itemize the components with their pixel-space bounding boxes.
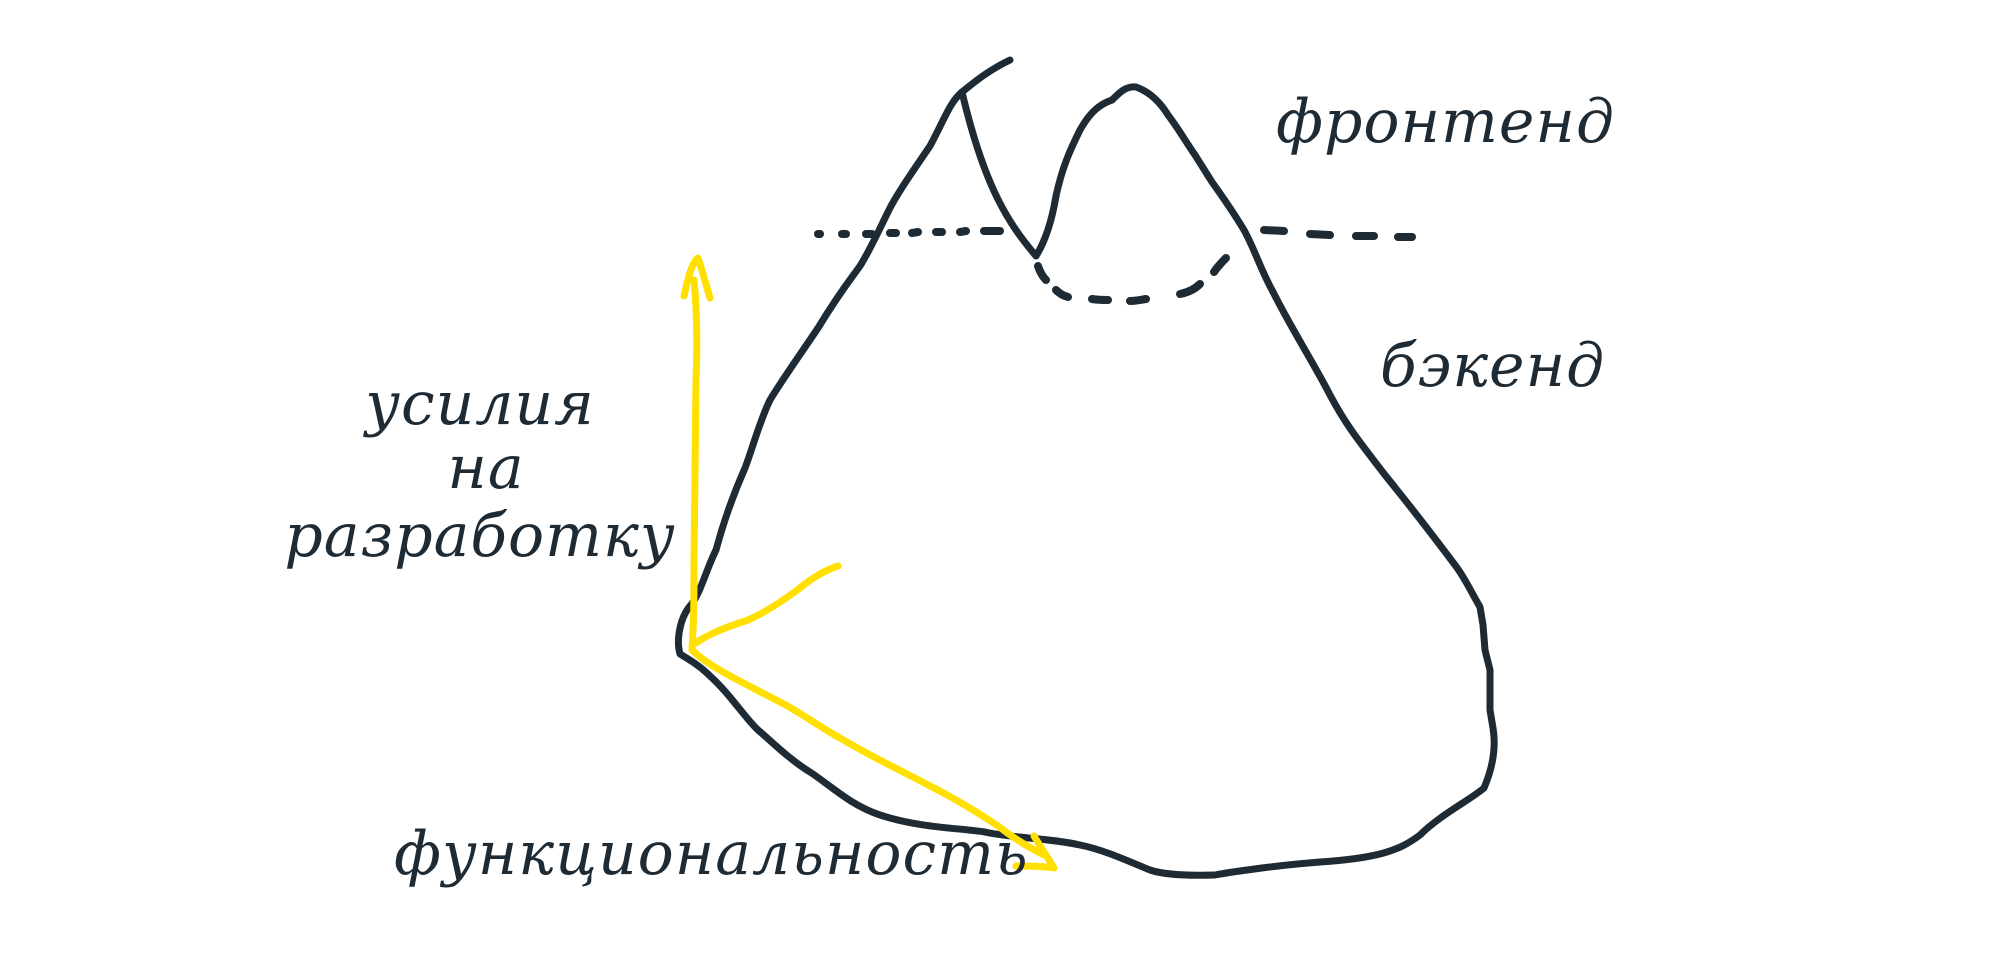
y-axis-line (688, 276, 701, 652)
label-effort-line3: разработку (284, 501, 675, 571)
label-backend: бэкенд (1380, 331, 1605, 401)
waterline-right (1260, 226, 1416, 241)
iceberg-peak (1052, 96, 1116, 200)
iceberg-outline (674, 83, 1498, 879)
y-axis-arrowhead (680, 254, 714, 302)
label-functionality: функциональность (394, 819, 1029, 889)
x-axis-line (688, 646, 1050, 860)
iceberg-outline-peak (958, 56, 1014, 96)
z-axis-line (690, 562, 842, 648)
waterline-left (814, 227, 1004, 238)
label-frontend: фронтенд (1276, 87, 1615, 157)
label-effort-line2: на (447, 433, 524, 503)
waterline-curve (1034, 254, 1230, 305)
iceberg-left-upper (958, 88, 1060, 260)
x-axis-arrowhead (1012, 832, 1058, 872)
axes (680, 254, 1058, 872)
label-effort-line1: усилия (362, 369, 595, 439)
